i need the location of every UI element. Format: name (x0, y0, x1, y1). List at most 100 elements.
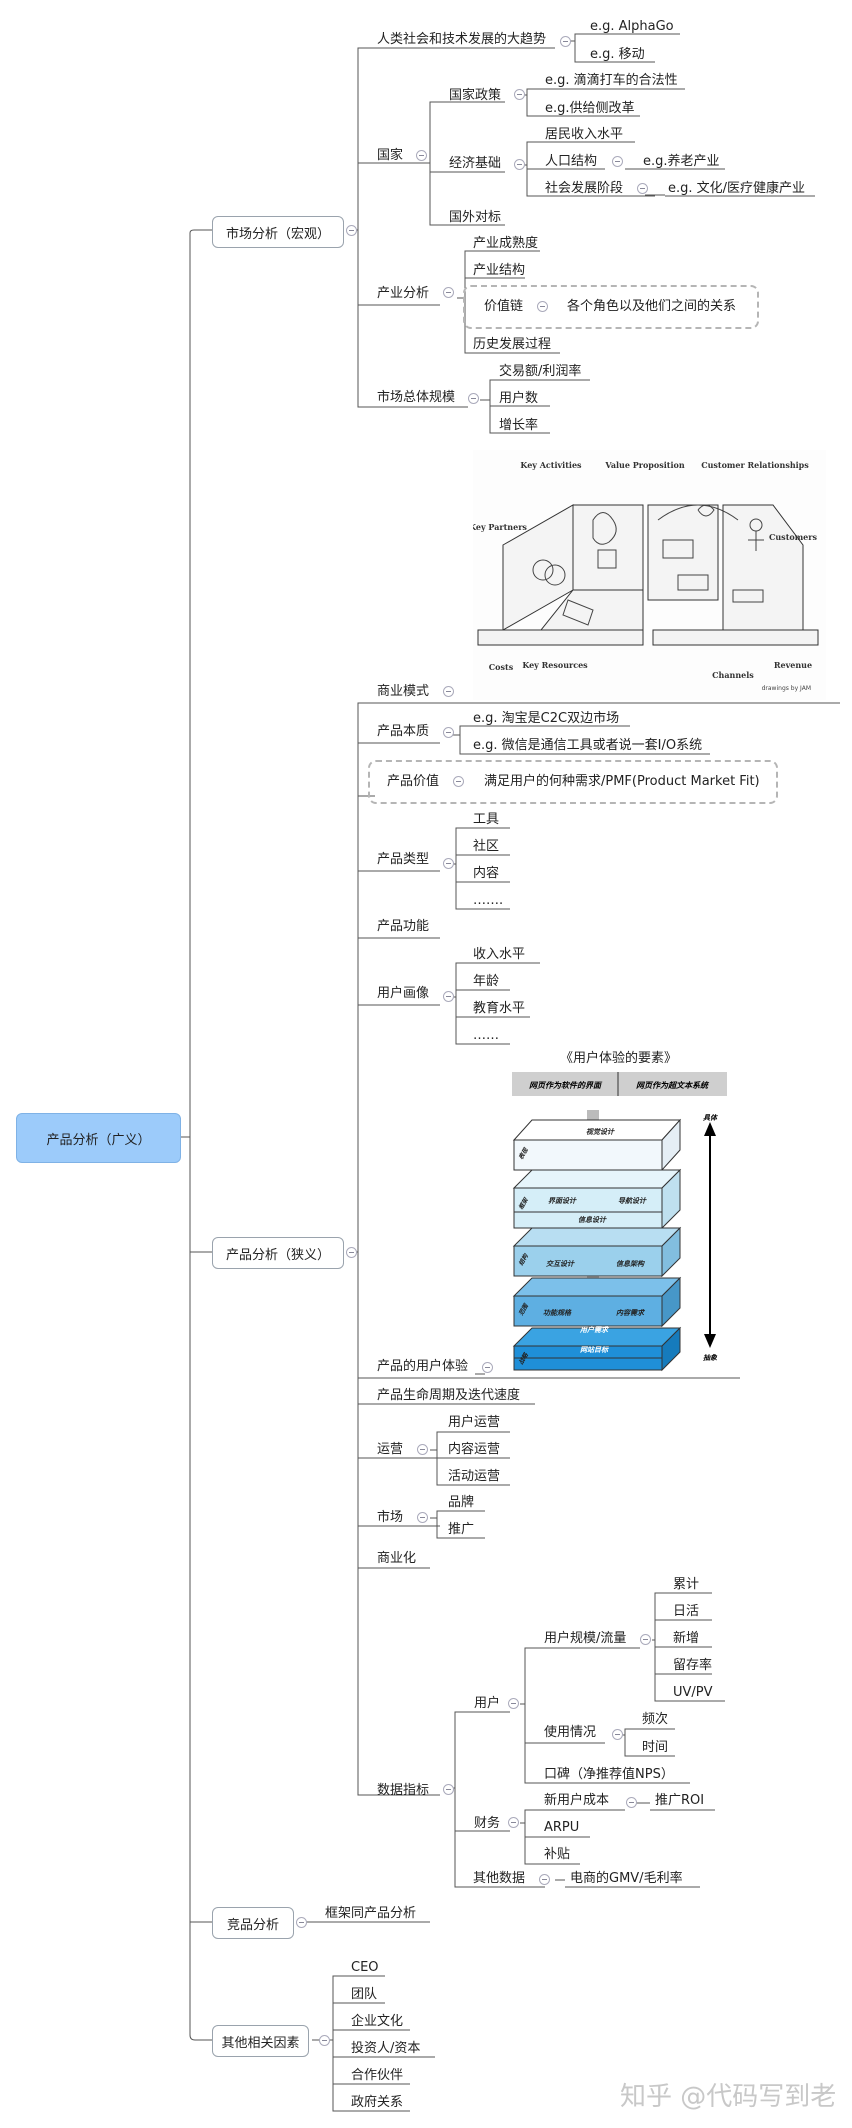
value-chain-node[interactable]: 价值链 (484, 299, 524, 314)
essence-eg2-node[interactable]: e.g. 微信是通信工具或者说一套I/O系统 (473, 738, 703, 753)
retention-node[interactable]: 留存率 (673, 1658, 713, 1673)
market-node[interactable]: 市场 (377, 1510, 404, 1525)
new-node[interactable]: 新增 (673, 1631, 700, 1646)
country-node[interactable]: 国家 (377, 148, 404, 163)
nps-node[interactable]: 口碑（净推荐值NPS） (544, 1767, 674, 1782)
collapse-icon[interactable] (640, 1634, 651, 1645)
collapse-icon[interactable] (417, 1444, 428, 1455)
collapse-icon[interactable] (514, 159, 525, 170)
economy-node[interactable]: 经济基础 (449, 156, 502, 171)
cac-node[interactable]: 新用户成本 (544, 1793, 610, 1808)
essence-node[interactable]: 产品本质 (377, 724, 430, 739)
factor-government-node[interactable]: 政府关系 (351, 2095, 404, 2110)
population-eg-node[interactable]: e.g.养老产业 (643, 154, 720, 169)
trend-eg2-node[interactable]: e.g. 移动 (590, 47, 645, 62)
collapse-icon[interactable] (508, 1698, 519, 1709)
ops-user-node[interactable]: 用户运营 (448, 1415, 501, 1430)
factor-ceo-node[interactable]: CEO (351, 1960, 379, 1975)
dau-node[interactable]: 日活 (673, 1604, 700, 1619)
factor-team-node[interactable]: 团队 (351, 1987, 378, 2002)
business-model-node[interactable]: 商业模式 (377, 684, 430, 699)
collapse-icon[interactable] (508, 1817, 519, 1828)
type-etc-node[interactable]: ……. (473, 893, 504, 908)
market-analysis-macro-node[interactable]: 市场分析（宏观） (212, 216, 344, 248)
collapse-icon[interactable] (626, 1797, 637, 1808)
persona-age-node[interactable]: 年龄 (473, 974, 500, 989)
collapse-icon[interactable] (296, 1917, 307, 1928)
time-node[interactable]: 时间 (642, 1740, 669, 1755)
factor-investor-node[interactable]: 投资人/资本 (351, 2041, 421, 2056)
persona-income-node[interactable]: 收入水平 (473, 947, 526, 962)
collapse-icon[interactable] (514, 89, 525, 100)
ops-content-node[interactable]: 内容运营 (448, 1442, 501, 1457)
maturity-node[interactable]: 产业成熟度 (473, 236, 539, 251)
users-node[interactable]: 用户数 (499, 391, 539, 406)
type-content-node[interactable]: 内容 (473, 866, 500, 881)
product-value-node[interactable]: 产品价值 (387, 774, 440, 789)
collapse-icon[interactable] (482, 1362, 493, 1373)
collapse-icon[interactable] (443, 287, 454, 298)
root-node[interactable]: 产品分析（广义） (16, 1113, 181, 1163)
freq-node[interactable]: 频次 (642, 1712, 669, 1727)
factor-partner-node[interactable]: 合作伙伴 (351, 2068, 404, 2083)
finance-node[interactable]: 财务 (474, 1816, 501, 1831)
roi-node[interactable]: 推广ROI (655, 1793, 705, 1808)
policy-node[interactable]: 国家政策 (449, 88, 502, 103)
collapse-icon[interactable] (417, 1512, 428, 1523)
product-value-desc-node[interactable]: 满足用户的何种需求/PMF(Product Market Fit) (484, 774, 760, 789)
collapse-icon[interactable] (346, 225, 357, 236)
product-analysis-narrow-node[interactable]: 产品分析（狭义） (212, 1237, 344, 1269)
collapse-icon[interactable] (637, 183, 648, 194)
policy-eg1-node[interactable]: e.g. 滴滴打车的合法性 (545, 73, 678, 88)
industry-node[interactable]: 产业分析 (377, 286, 430, 301)
subsidy-node[interactable]: 补贴 (544, 1847, 571, 1862)
stage-eg-node[interactable]: e.g. 文化/医疗健康产业 (668, 181, 806, 196)
user-scale-node[interactable]: 用户规模/流量 (544, 1631, 627, 1646)
persona-node[interactable]: 用户画像 (377, 986, 430, 1001)
trend-eg1-node[interactable]: e.g. AlphaGo (590, 19, 674, 34)
collapse-icon[interactable] (346, 1247, 357, 1258)
collapse-icon[interactable] (453, 776, 464, 787)
metrics-node[interactable]: 数据指标 (377, 1783, 430, 1798)
collapse-icon[interactable] (443, 1784, 454, 1795)
collapse-icon[interactable] (443, 727, 454, 738)
gmv-node[interactable]: 交易额/利润率 (499, 364, 582, 379)
history-node[interactable]: 历史发展过程 (473, 337, 552, 352)
other-data-desc-node[interactable]: 电商的GMV/毛利率 (570, 1871, 683, 1886)
collapse-icon[interactable] (612, 1729, 623, 1740)
cum-node[interactable]: 累计 (673, 1577, 700, 1592)
competitor-desc-node[interactable]: 框架同产品分析 (325, 1906, 417, 1921)
collapse-icon[interactable] (443, 991, 454, 1002)
monetize-node[interactable]: 商业化 (377, 1551, 417, 1566)
stage-node[interactable]: 社会发展阶段 (545, 181, 624, 196)
product-function-node[interactable]: 产品功能 (377, 919, 430, 934)
collapse-icon[interactable] (560, 36, 571, 47)
collapse-icon[interactable] (443, 686, 454, 697)
type-tool-node[interactable]: 工具 (473, 812, 500, 827)
collapse-icon[interactable] (443, 858, 454, 869)
ops-event-node[interactable]: 活动运营 (448, 1469, 501, 1484)
collapse-icon[interactable] (468, 393, 479, 404)
population-node[interactable]: 人口结构 (545, 154, 598, 169)
product-type-node[interactable]: 产品类型 (377, 852, 430, 867)
other-factors-node[interactable]: 其他相关因素 (212, 2025, 309, 2057)
persona-education-node[interactable]: 教育水平 (473, 1001, 526, 1016)
market-promo-node[interactable]: 推广 (448, 1522, 475, 1537)
collapse-icon[interactable] (539, 1874, 550, 1885)
usage-node[interactable]: 使用情况 (544, 1725, 597, 1740)
foreign-node[interactable]: 国外对标 (449, 210, 502, 225)
uvpv-node[interactable]: UV/PV (673, 1685, 713, 1700)
arpu-node[interactable]: ARPU (544, 1820, 580, 1835)
scale-node[interactable]: 市场总体规模 (377, 390, 456, 405)
income-node[interactable]: 居民收入水平 (545, 127, 624, 142)
ops-node[interactable]: 运营 (377, 1442, 404, 1457)
trend-node[interactable]: 人类社会和技术发展的大趋势 (377, 32, 547, 47)
user-node[interactable]: 用户 (474, 1696, 501, 1711)
lifecycle-node[interactable]: 产品生命周期及迭代速度 (377, 1388, 521, 1403)
factor-culture-node[interactable]: 企业文化 (351, 2014, 404, 2029)
structure-node[interactable]: 产业结构 (473, 263, 526, 278)
type-community-node[interactable]: 社区 (473, 839, 500, 854)
collapse-icon[interactable] (416, 150, 427, 161)
value-chain-desc-node[interactable]: 各个角色以及他们之间的关系 (567, 299, 737, 314)
persona-etc-node[interactable]: …… (473, 1028, 499, 1043)
